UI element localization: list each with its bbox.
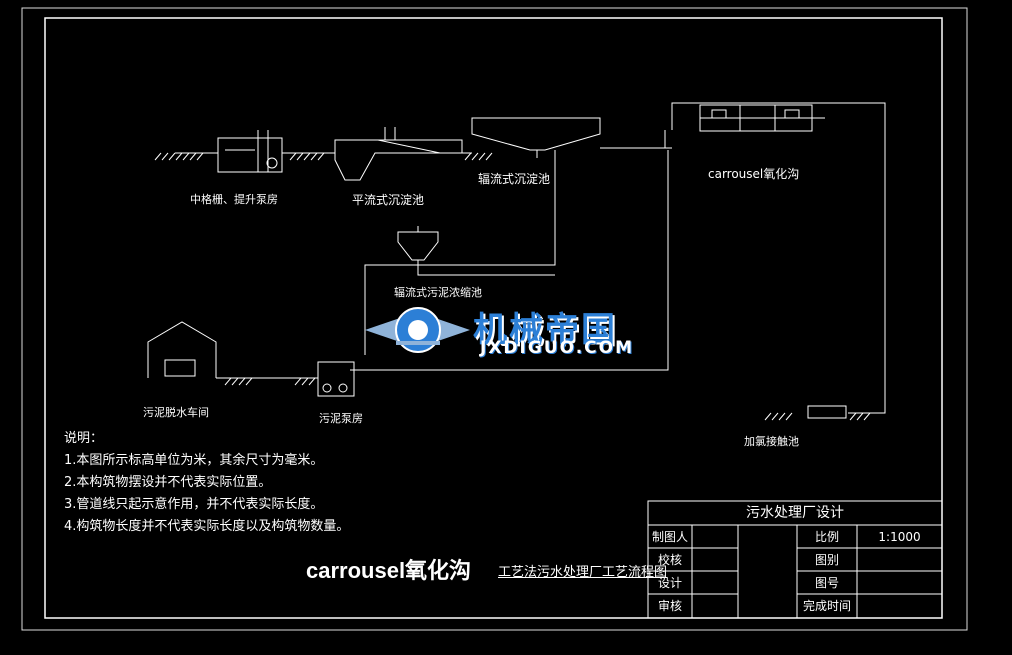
label-screen-pump: 中格栅、提升泵房 — [190, 193, 278, 206]
label-sludge-thicken: 辐流式污泥浓缩池 — [394, 286, 482, 299]
watermark-cn: 机械帝国 — [473, 310, 617, 350]
tb-right-label: 图别 — [814, 553, 839, 567]
watermark-gear-icon — [365, 307, 470, 353]
screen-pump-house — [217, 130, 283, 173]
notes-heading: 说明： — [64, 431, 104, 446]
label-carrousel-ditch: carrousel氧化沟 — [708, 167, 800, 181]
tb-left-label: 设计 — [657, 576, 682, 590]
advection-settling-tank — [334, 127, 463, 181]
note-item: 1.本图所示标高单位为米，其余尺寸为毫米。 — [64, 453, 324, 468]
radial-settling-tank — [471, 117, 601, 158]
label-radial-settle: 辐流式沉淀池 — [478, 172, 551, 186]
title-block-grid — [647, 500, 943, 619]
carrousel-oxidation-ditch — [699, 104, 813, 132]
chlorine-contact-tank — [807, 405, 847, 419]
sludge-thickener — [397, 226, 555, 276]
tb-scale-value: 1:1000 — [878, 530, 921, 544]
watermark-en: JXDIGUO.COM — [480, 338, 635, 358]
label-sludge-pump: 污泥泵房 — [319, 412, 363, 425]
note-item: 3.管道线只起示意作用，并不代表实际长度。 — [64, 497, 324, 512]
title-block-project: 污水处理厂设计 — [746, 505, 844, 521]
sludge-pump-house — [317, 361, 355, 397]
note-item: 2.本构筑物摆设并不代表实际位置。 — [64, 475, 272, 490]
drawing-title-main: carrousel氧化沟 — [306, 558, 472, 583]
ground-hatch-left — [154, 152, 871, 421]
effluent-line — [671, 102, 886, 414]
inner-frame — [44, 17, 943, 619]
notes-block: 说明： 1.本图所示标高单位为米，其余尺寸为毫米。 2.本构筑物摆设并不代表实际… — [64, 428, 349, 538]
outer-frame — [21, 7, 968, 631]
sludge-return-lines — [350, 150, 669, 371]
tb-right-label: 完成时间 — [802, 599, 851, 613]
tb-left-label: 审核 — [657, 599, 682, 613]
tb-right-label: 比例 — [814, 530, 839, 544]
note-item: 4.构筑物长度并不代表实际长度以及构筑物数量。 — [64, 519, 350, 534]
sludge-dewater-house — [147, 321, 318, 379]
label-sludge-dewater: 污泥脱水车间 — [143, 406, 209, 419]
drawing-title-sub: 工艺法污水处理厂工艺流程图 — [498, 565, 668, 580]
tb-left-label: 校核 — [657, 553, 682, 567]
label-advection-settle: 平流式沉淀池 — [352, 193, 425, 207]
tb-left-label: 制图人 — [651, 530, 688, 544]
label-chlorine-contact: 加氯接触池 — [744, 435, 799, 448]
tb-right-label: 图号 — [814, 576, 839, 590]
